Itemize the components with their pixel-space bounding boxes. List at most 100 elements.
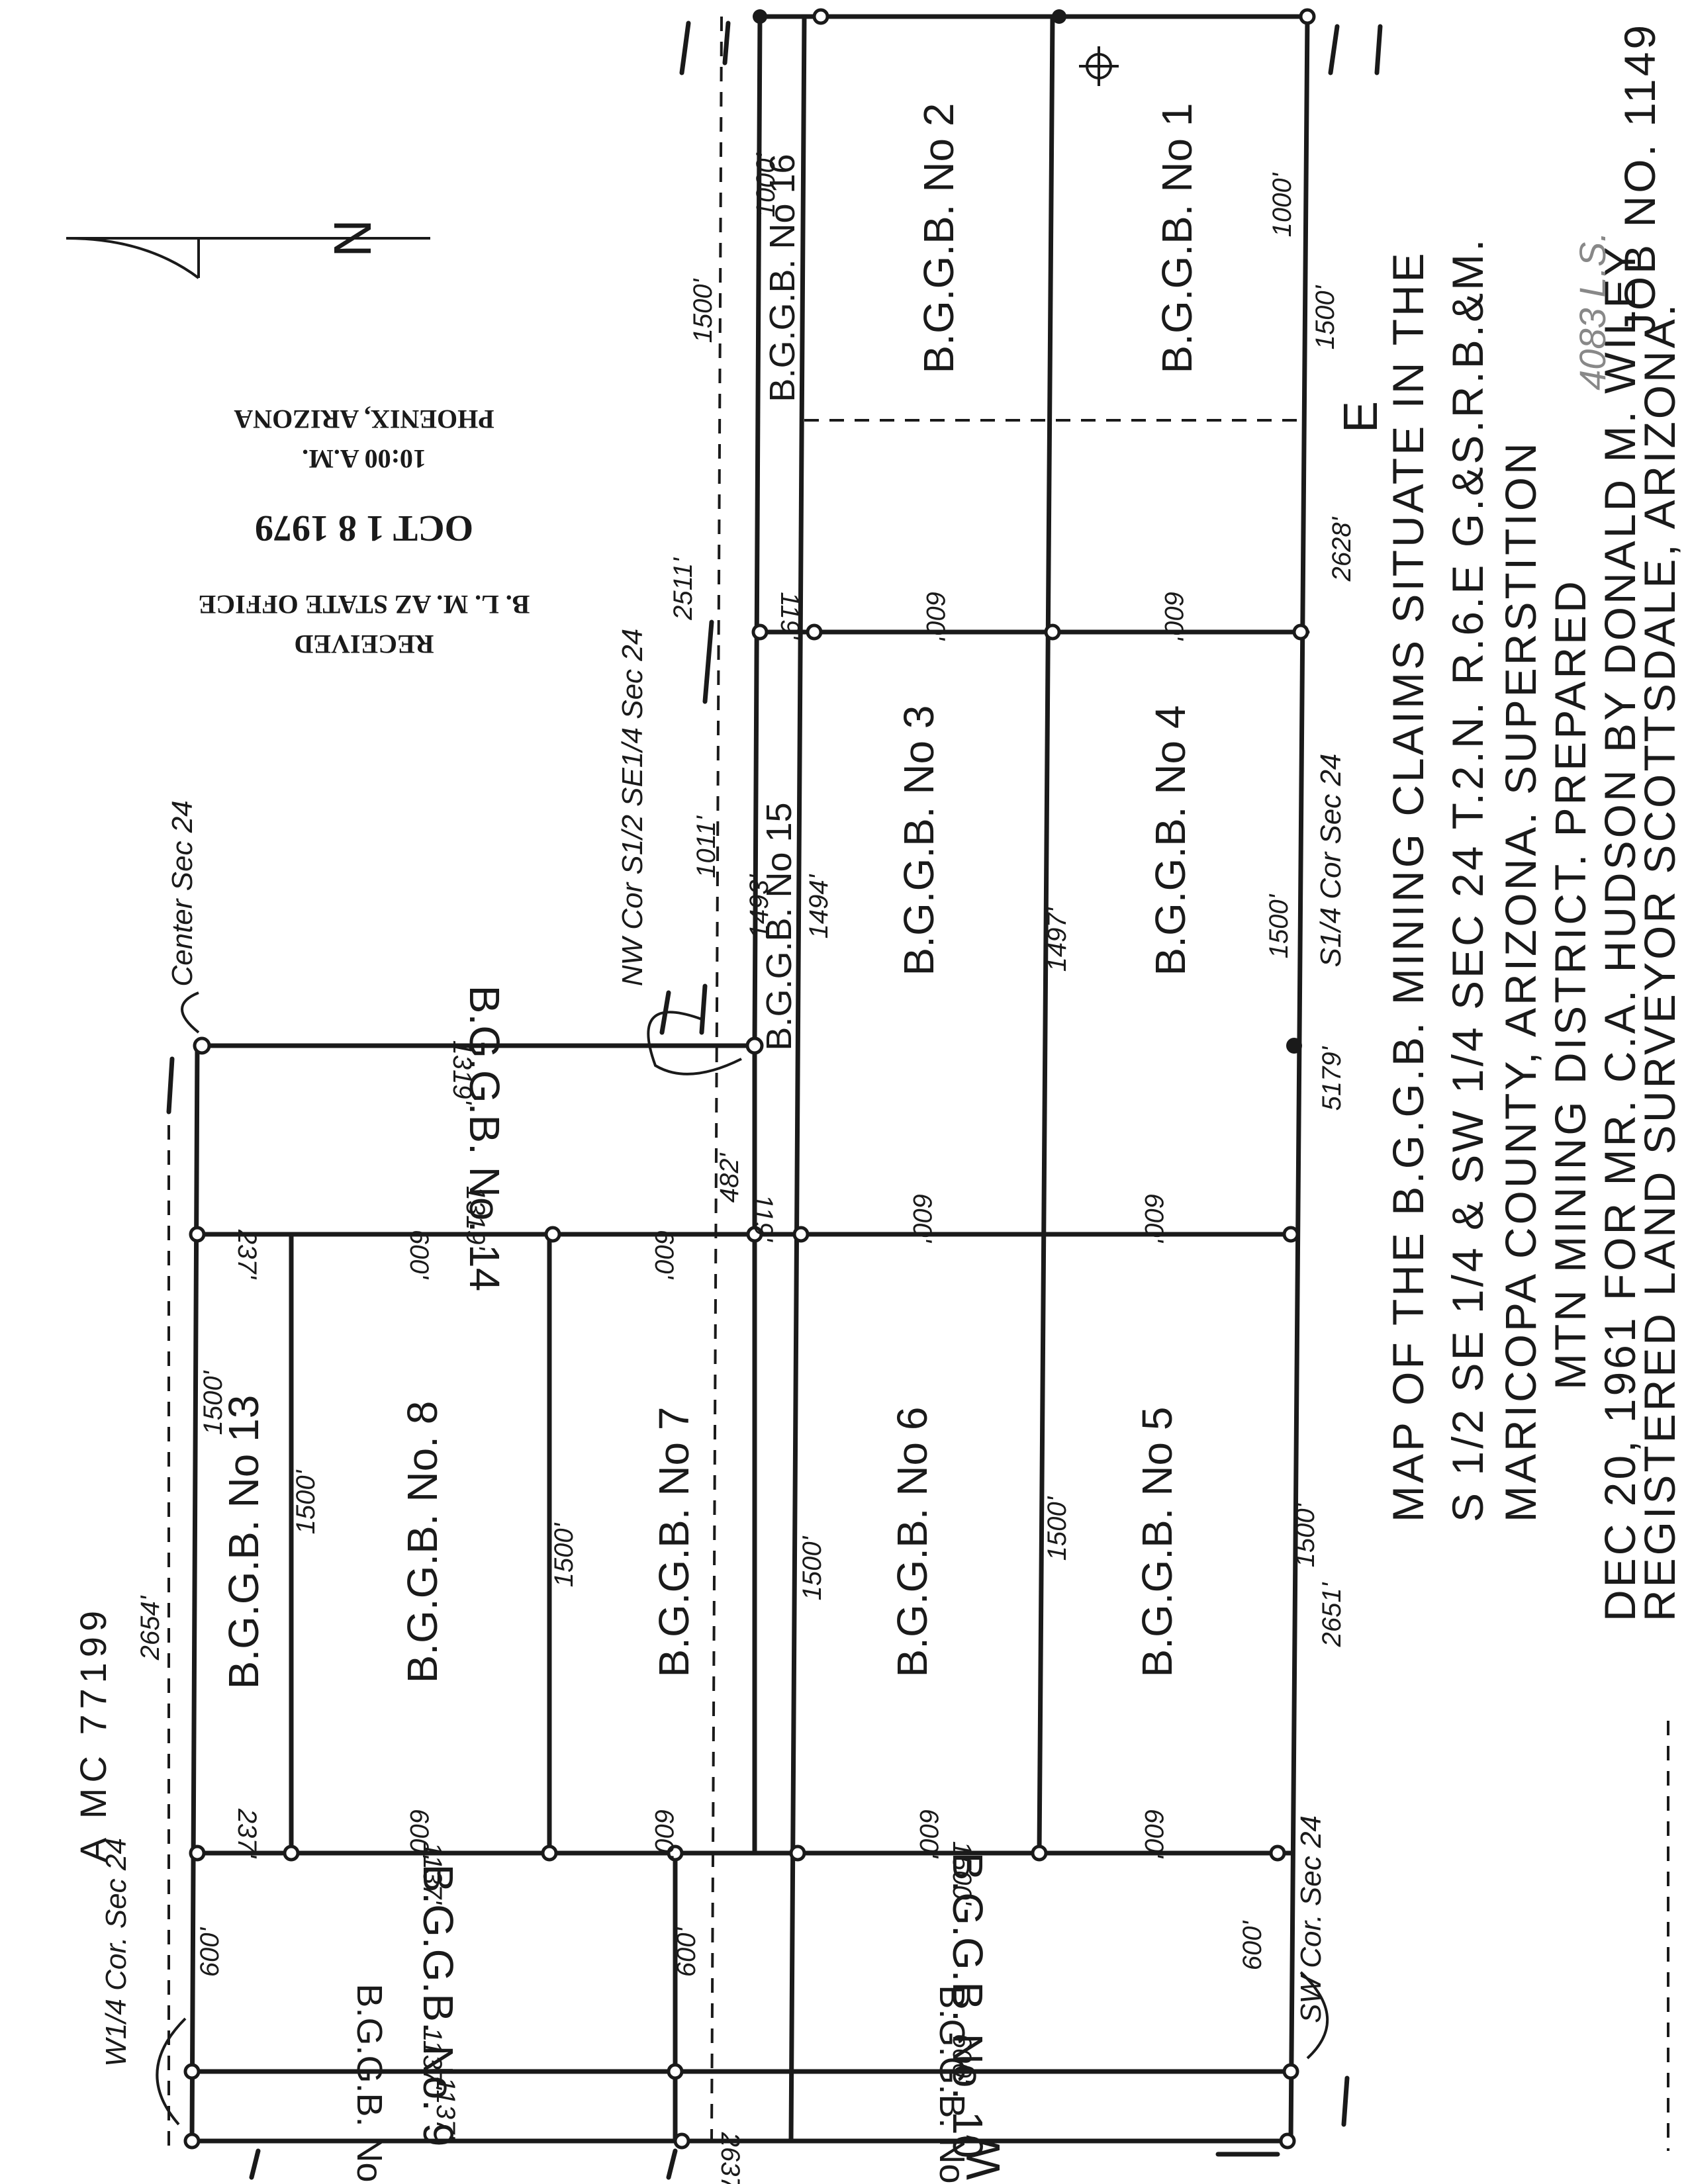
tick-mark <box>702 619 714 704</box>
corner-markers <box>183 8 1316 2150</box>
tick-mark <box>1374 24 1383 75</box>
claim-label-10: B.G.G.B. No. 10 <box>944 1852 992 2158</box>
dimension-label: 1319' <box>461 1186 490 1251</box>
dimension-label: 1500' <box>549 1522 579 1587</box>
claim-label-3: B.G.G.B. No 3 <box>895 705 943 976</box>
title-block: MAP OF THE B.G.G.B. MINING CLAIMS SITUAT… <box>1383 23 1684 1621</box>
dimension-label: 119' <box>749 1194 778 1242</box>
dimension-label: 1500' <box>1264 893 1293 958</box>
title-line-4: MTN MINING DISTRICT. PREPARED <box>1546 578 1595 1390</box>
job-number: JOB NO. 1149 <box>1615 23 1664 335</box>
dimension-label: 1137' <box>418 2027 447 2090</box>
dimension-label: 2628' <box>1327 516 1356 582</box>
dimension-label: 600' <box>404 1230 434 1280</box>
corner-marker <box>751 623 769 641</box>
dimension-labels: 1500' 1000' 1000' 1500' 2628' 2511' 600'… <box>136 152 1356 2184</box>
dimension-label: 600' <box>649 1809 679 1859</box>
pointer-marks <box>156 21 1383 2180</box>
stamp-line-1: RECEIVED <box>294 629 434 659</box>
claim-label-8: B.G.G.B. No. 8 <box>399 1401 446 1684</box>
corner-marker <box>1269 1844 1286 1862</box>
claim-label-12: B.G.G.B. No 12 <box>350 1983 389 2184</box>
tick-mark <box>166 1056 175 1115</box>
east-edge-label: E <box>1335 401 1387 433</box>
dimension-label: 600' <box>1159 591 1188 641</box>
received-stamp: RECEIVED B. L. M. AZ STATE OFFICE OCT 1 … <box>199 404 530 659</box>
claim-label-15: B.G.G.B. No 15 <box>759 802 799 1050</box>
tick-mark <box>666 2148 678 2180</box>
w-quarter-corner-label: W1/4 Cor. Sec 24 <box>100 1838 132 2067</box>
dimension-label: 1137' <box>431 2077 460 2140</box>
claim-label-4: B.G.G.B. No 4 <box>1147 705 1194 976</box>
title-line-1: MAP OF THE B.G.G.B. MINING CLAIMS SITUAT… <box>1383 250 1432 1522</box>
north-arrow-head-icon <box>66 237 200 279</box>
serial-number: A MC 77199 <box>72 1606 114 1862</box>
dimension-label: 600' <box>1139 1193 1168 1244</box>
title-line-6: REGISTERED LAND SURVEYOR SCOTTSDALE, ARI… <box>1635 302 1684 1621</box>
stamp-date: OCT 1 8 1979 <box>255 508 473 549</box>
corner-marker <box>745 1036 764 1055</box>
corner-dot <box>1286 1038 1302 1054</box>
corner-marker <box>806 623 823 641</box>
corner-marker <box>1031 1844 1048 1862</box>
claim-2-1-divider <box>1037 14 1055 1856</box>
title-line-5: DEC 20, 1961 FOR MR. C.A. HUDSON BY DONA… <box>1595 244 1644 1621</box>
corner-labels: Center Sec 24 W1/4 Cor. Sec 24 SW Cor. S… <box>100 629 1347 2067</box>
nw-cor-s-half-label: NW Cor S1/2 SE1/4 Sec 24 <box>616 629 649 986</box>
dimension-label: 600' <box>649 1230 679 1280</box>
corner-marker <box>189 1844 206 1862</box>
dimension-label: 482' <box>715 1152 744 1203</box>
dimension-label: 2637' <box>716 2132 745 2184</box>
corner-dot <box>753 9 767 24</box>
corner-marker <box>1044 623 1061 641</box>
dimension-label: 2654' <box>136 1595 165 1661</box>
stamp-line-2: B. L. M. AZ STATE OFFICE <box>199 590 530 619</box>
s-quarter-corner-label: S1/4 Cor Sec 24 <box>1315 754 1347 968</box>
tick-mark <box>679 21 691 75</box>
dimension-label: 1500' <box>688 278 718 343</box>
dimension-label: 2651' <box>1317 1582 1346 1647</box>
dimension-label: 600' <box>921 591 950 641</box>
corner-marker <box>1279 2132 1296 2150</box>
dimension-label: 600' <box>1238 1920 1267 1970</box>
east-boundary-line <box>1288 14 1310 2144</box>
corner-marker <box>183 2063 201 2080</box>
corner-marker <box>183 2132 201 2150</box>
tick-mark <box>699 983 708 1035</box>
claim-label-1: B.G.G.B. No 1 <box>1153 103 1201 373</box>
leader-line <box>647 1011 742 1075</box>
leader-line <box>156 2017 187 2126</box>
claim-label-16: B.G.G.B. No 16 <box>763 154 802 402</box>
dimension-label: 5179' <box>1317 1046 1346 1111</box>
corner-marker <box>1292 623 1309 641</box>
center-sec-24-label: Center Sec 24 <box>166 800 199 986</box>
dimension-label: 1500' <box>1291 1502 1320 1567</box>
corner-marker <box>673 2132 690 2150</box>
stamp-time: 10:00 A.M. <box>302 444 426 474</box>
corner-marker <box>746 1226 763 1243</box>
stamp-location: PHOENIX, ARIZONA <box>234 404 494 434</box>
license-number: 4083 L.S. <box>1571 232 1613 390</box>
dimension-label: 1493' <box>745 874 774 938</box>
claim-labels: B.G.G.B. No 2 B.G.G.B. No 1 B.G.G.B. No … <box>220 103 1201 2184</box>
dimension-label: 1500' <box>947 1841 976 1906</box>
north-arrow: N <box>66 219 430 279</box>
claim-label-6: B.G.G.B. No 6 <box>888 1406 936 1677</box>
tick-mark <box>249 2148 261 2180</box>
claim-label-11: B.G.G.B. No 11 <box>932 1985 972 2184</box>
tick-mark <box>1341 2075 1350 2127</box>
corner-marker <box>812 8 829 25</box>
dimension-label: 1000' <box>1268 172 1297 237</box>
dimension-label: 1497' <box>1043 907 1072 972</box>
claim-label-13: B.G.G.B. No 13 <box>220 1395 267 1690</box>
sw-corner-label: SW Cor. Sec 24 <box>1295 1815 1327 2023</box>
dashed-survey-line <box>710 16 723 2142</box>
north-arrow-label: N <box>323 219 382 257</box>
title-line-2: S 1/2 SE 1/4 & SW 1/4 SEC 24 T.2.N. R.6.… <box>1443 237 1492 1522</box>
corner-marker <box>667 1844 684 1862</box>
dimension-label: 2511' <box>669 557 698 621</box>
dimension-label: 1494' <box>804 874 833 938</box>
dimension-label: 1000' <box>751 152 780 217</box>
dimension-label: 237' <box>232 1229 261 1280</box>
